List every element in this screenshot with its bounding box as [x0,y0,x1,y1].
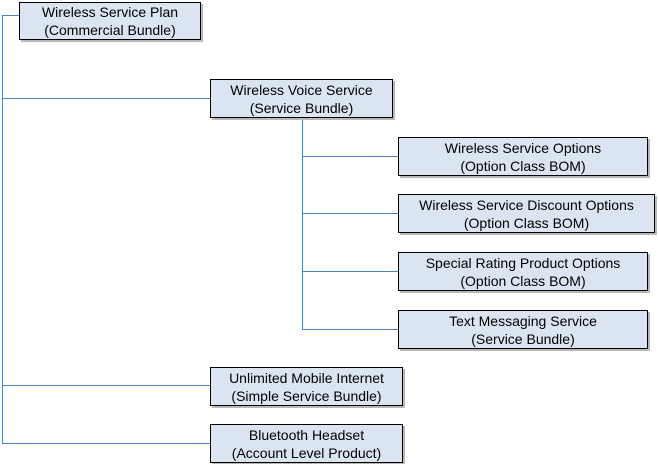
node-wireless-service-plan: Wireless Service Plan (Commercial Bundle… [19,2,201,40]
node-subtitle: (Account Level Product) [231,444,382,461]
node-special-rating-product-options: Special Rating Product Options (Option C… [398,252,648,291]
node-title: Text Messaging Service [449,312,597,329]
node-subtitle: (Commercial Bundle) [44,22,176,38]
connector-root-to-voice [2,98,210,99]
node-title: Wireless Voice Service [230,81,373,98]
node-title: Wireless Service Plan [41,4,179,20]
node-wireless-service-options: Wireless Service Options (Option Class B… [398,137,648,176]
node-title: Unlimited Mobile Internet [229,369,384,386]
node-wireless-service-discount-options: Wireless Service Discount Options (Optio… [398,194,655,233]
node-subtitle: (Option Class BOM) [460,157,586,174]
node-subtitle: (Option Class BOM) [460,272,586,289]
connector-root-to-bluetooth [2,443,210,444]
node-title: Wireless Service Options [444,139,602,156]
node-title: Special Rating Product Options [425,254,621,271]
node-bluetooth-headset: Bluetooth Headset (Account Level Product… [210,424,403,463]
node-subtitle: (Service Bundle) [471,330,575,347]
connector-root-trunk [2,15,3,444]
connector-voice-to-options [302,156,398,157]
node-unlimited-mobile-internet: Unlimited Mobile Internet (Simple Servic… [210,367,403,406]
node-title: Bluetooth Headset [248,426,365,443]
connector-voice-to-discount [302,213,398,214]
connector-voice-to-text [302,329,398,330]
connector-voice-to-rating [302,271,398,272]
node-text-messaging-service: Text Messaging Service (Service Bundle) [398,310,648,349]
node-wireless-voice-service: Wireless Voice Service (Service Bundle) [210,79,393,118]
node-subtitle: (Service Bundle) [249,99,354,116]
node-subtitle: (Simple Service Bundle) [231,387,382,404]
node-subtitle: (Option Class BOM) [463,214,590,231]
connector-voice-trunk [302,118,303,329]
node-title: Wireless Service Discount Options [419,196,634,213]
connector-root-stub [2,15,19,16]
connector-root-to-internet [2,385,210,386]
